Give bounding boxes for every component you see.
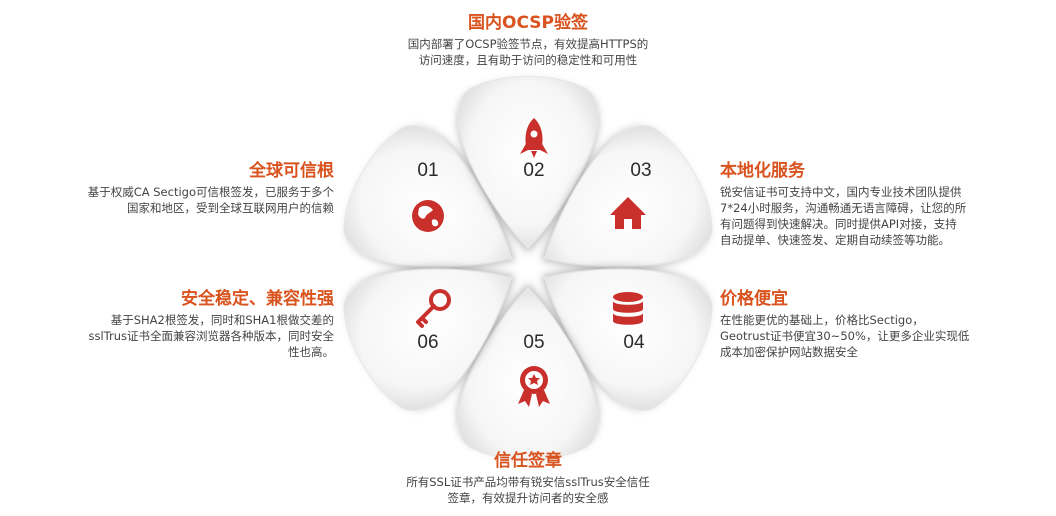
feature-trust-seal: 信任签章 所有SSL证书产品均带有锐安信sslTrus安全信任 签章，有效提升访…: [360, 450, 696, 506]
feature-top-ocsp: 国内OCSP验签 国内部署了OCSP验签节点，有效提高HTTPS的 访问速度，且…: [360, 12, 696, 68]
petal-01: [343, 125, 512, 268]
petal-shape: [544, 125, 713, 268]
feature-security-compat: 安全稳定、兼容性强 基于SHA2根签发，同时和SHA1根做交差的 sslTrus…: [40, 288, 334, 360]
feature-title: 价格便宜: [720, 289, 788, 309]
petal-04: [544, 268, 713, 411]
petal-shape: [343, 125, 512, 268]
feature-desc: 所有SSL证书产品均带有锐安信sslTrus安全信任 签章，有效提升访问者的安全…: [360, 474, 696, 506]
petal-number: 01: [417, 160, 438, 181]
key-icon: [416, 289, 451, 328]
desc-line: sslTrus证书全面兼容浏览器各种版本，同时安全: [88, 329, 334, 343]
petal-03: [544, 125, 713, 268]
desc-line: Geotrust证书便宜30~50%，让更多企业实现低: [720, 329, 970, 343]
desc-line: 所有SSL证书产品均带有锐安信sslTrus安全信任: [406, 475, 650, 489]
petal-number: 06: [417, 332, 438, 353]
petal-shape: [544, 268, 713, 411]
feature-title: 安全稳定、兼容性强: [181, 289, 334, 309]
desc-line: 有问题得到快速解决。同时提供API对接，支持: [720, 217, 957, 231]
desc-line: 基于SHA2根签发，同时和SHA1根做交差的: [110, 313, 334, 327]
desc-line: 国家和地区，受到全球互联网用户的信赖: [127, 201, 334, 215]
feature-desc: 国内部署了OCSP验签节点，有效提高HTTPS的 访问速度，且有助于访问的稳定性…: [360, 36, 696, 68]
petal-number: 05: [523, 332, 544, 353]
feature-title: 国内OCSP验签: [468, 13, 588, 33]
desc-line: 性也高。: [288, 345, 334, 359]
desc-line: 访问速度，且有助于访问的稳定性和可用性: [418, 53, 638, 67]
feature-title: 信任签章: [494, 451, 562, 471]
petal-number: 03: [630, 160, 651, 181]
feature-title: 本地化服务: [720, 161, 805, 181]
petal-06: [343, 268, 512, 411]
globe-icon: [412, 200, 444, 232]
desc-line: 国内部署了OCSP验签节点，有效提高HTTPS的: [407, 37, 649, 51]
desc-line: 在性能更优的基础上，价格比Sectigo，: [720, 313, 924, 327]
petal-number: 04: [623, 332, 645, 353]
feature-local-service: 本地化服务 锐安信证书可支持中文，国内专业技术团队提供 7*24小时服务，沟通畅…: [720, 160, 1020, 248]
feature-title: 全球可信根: [249, 161, 334, 181]
feature-desc: 锐安信证书可支持中文，国内专业技术团队提供 7*24小时服务，沟通畅通无语言障碍…: [720, 184, 1020, 248]
petal-shape: [457, 76, 599, 249]
feature-desc: 在性能更优的基础上，价格比Sectigo， Geotrust证书便宜30~50%…: [720, 312, 1020, 360]
petal-shape: [343, 268, 512, 411]
rocket-icon: [520, 118, 548, 158]
feature-desc: 基于SHA2根签发，同时和SHA1根做交差的 sslTrus证书全面兼容浏览器各…: [40, 312, 334, 360]
feature-desc: 基于权威CA Sectigo可信根签发，已服务于多个 国家和地区，受到全球互联网…: [40, 184, 334, 216]
desc-line: 锐安信证书可支持中文，国内专业技术团队提供: [720, 185, 962, 199]
desc-line: 签章，有效提升访问者的安全感: [447, 491, 609, 505]
petal-02: [457, 76, 599, 249]
database-icon: [613, 292, 643, 325]
desc-line: 7*24小时服务，沟通畅通无语言障碍，让您的所: [720, 201, 967, 215]
desc-line: 成本加密保护网站数据安全: [720, 345, 858, 359]
feature-global-root: 全球可信根 基于权威CA Sectigo可信根签发，已服务于多个 国家和地区，受…: [40, 160, 334, 216]
desc-line: 自动提单、快速签发、定期自动续签等功能。: [720, 233, 950, 247]
petal-number: 02: [523, 160, 544, 181]
feature-low-price: 价格便宜 在性能更优的基础上，价格比Sectigo， Geotrust证书便宜3…: [720, 288, 1020, 360]
award-icon: [518, 366, 550, 407]
home-icon: [610, 197, 646, 229]
desc-line: 基于权威CA Sectigo可信根签发，已服务于多个: [87, 185, 334, 199]
